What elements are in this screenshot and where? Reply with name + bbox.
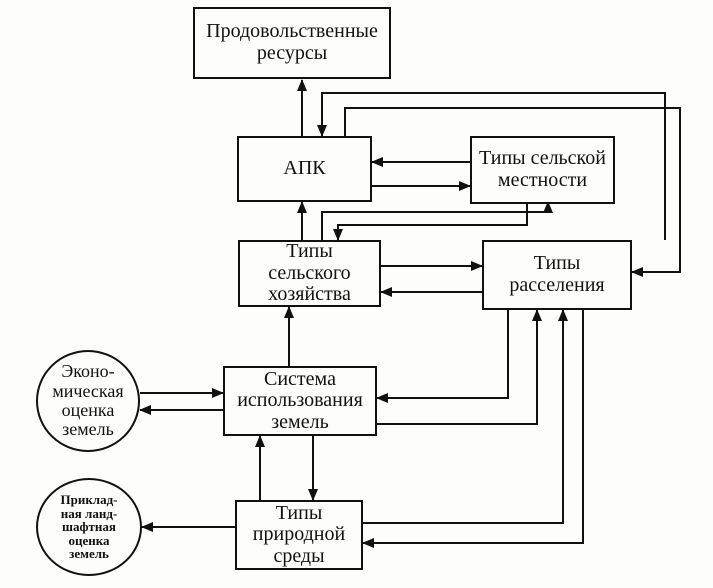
arrow-apk-to-settlement-loop [344,107,681,277]
node-nature-types: Типы природной среды [235,500,363,570]
node-settlement-types-label: Типы расселения [509,252,605,296]
node-settlement-types: Типы расселения [482,240,632,310]
node-land-use-system-label: Система использования земель [237,367,363,433]
node-applied-assessment-label: Приклад- ная ланд- шафтная оценка земель [60,491,118,562]
node-economic-assessment-label: Эконо- мическая оценка земель [52,361,124,440]
node-apk: АПК [237,136,372,202]
node-land-use-system: Система использования земель [223,366,377,436]
node-apk-label: АПК [283,157,326,180]
node-food-resources: Продовольственные ресурсы [193,7,391,79]
arrow-agri-to-rural-1 [321,201,553,240]
node-economic-assessment: Эконо- мическая оценка земель [36,350,140,452]
arrow-settlement-to-nature [362,310,584,548]
arrow-settlement-to-apk-loop [317,92,666,240]
arrow-landuse-to-settlement [377,309,542,425]
node-food-resources-label: Продовольственные ресурсы [206,20,378,64]
node-rural-types-label: Типы сельской местности [479,147,606,191]
node-nature-types-label: Типы природной среды [252,501,346,567]
arrow-settlement-to-landuse [376,310,509,403]
node-agri-types: Типы сельского хозяйства [238,240,381,307]
arrow-nature-to-settlement [363,309,568,524]
node-agri-types-label: Типы сельского хозяйства [268,240,351,306]
node-rural-types: Типы сельской местности [470,136,615,204]
arrow-rural-to-agri [333,204,528,241]
node-applied-assessment: Приклад- ная ланд- шафтная оценка земель [36,478,142,576]
